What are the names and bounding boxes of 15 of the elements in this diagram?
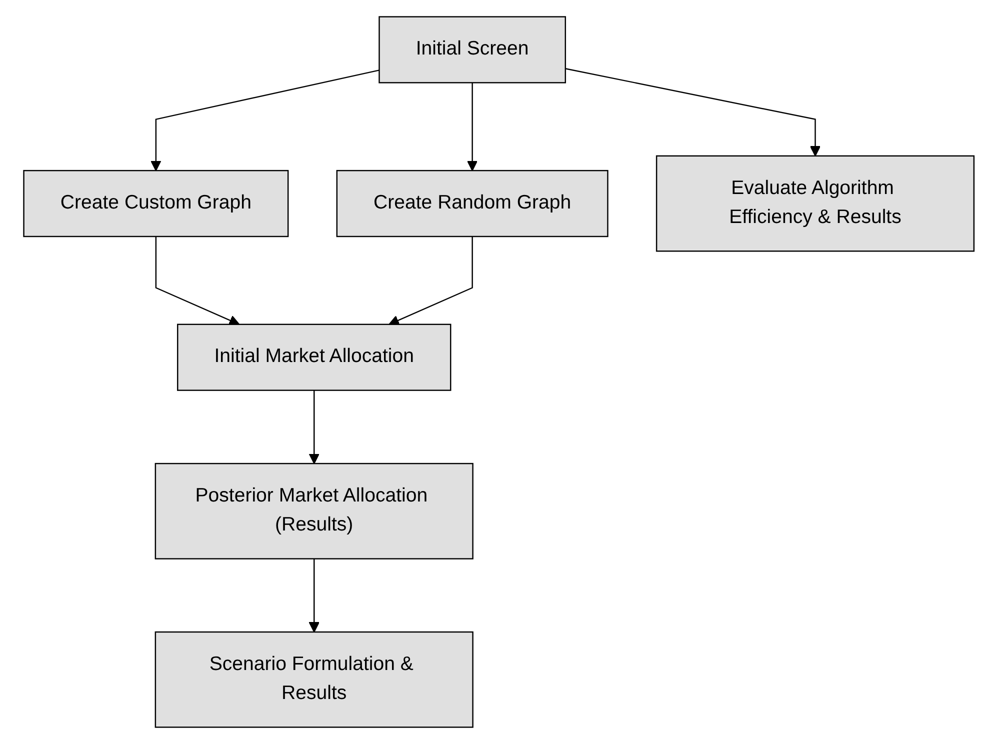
arrow	[467, 82, 478, 172]
flowchart-drawing: Initial Screen Create Custom Graph Create Random Graph Evaluate Algorithm Efficiency & Results Initial Market Allocation Posterior Market Allocation (Results) Scenario Formulation & Results	[14, 7, 984, 737]
arrow	[155, 236, 240, 326]
node-box	[336, 170, 608, 238]
arrow	[308, 558, 320, 632]
arrow	[308, 390, 320, 464]
node-box	[154, 462, 474, 560]
arrow	[150, 70, 380, 172]
node-box	[154, 631, 474, 728]
node-box	[177, 324, 452, 391]
node-box	[656, 155, 975, 252]
arrow	[388, 236, 474, 326]
node-box	[378, 16, 566, 84]
node-box	[23, 170, 289, 238]
arrow	[565, 68, 821, 156]
